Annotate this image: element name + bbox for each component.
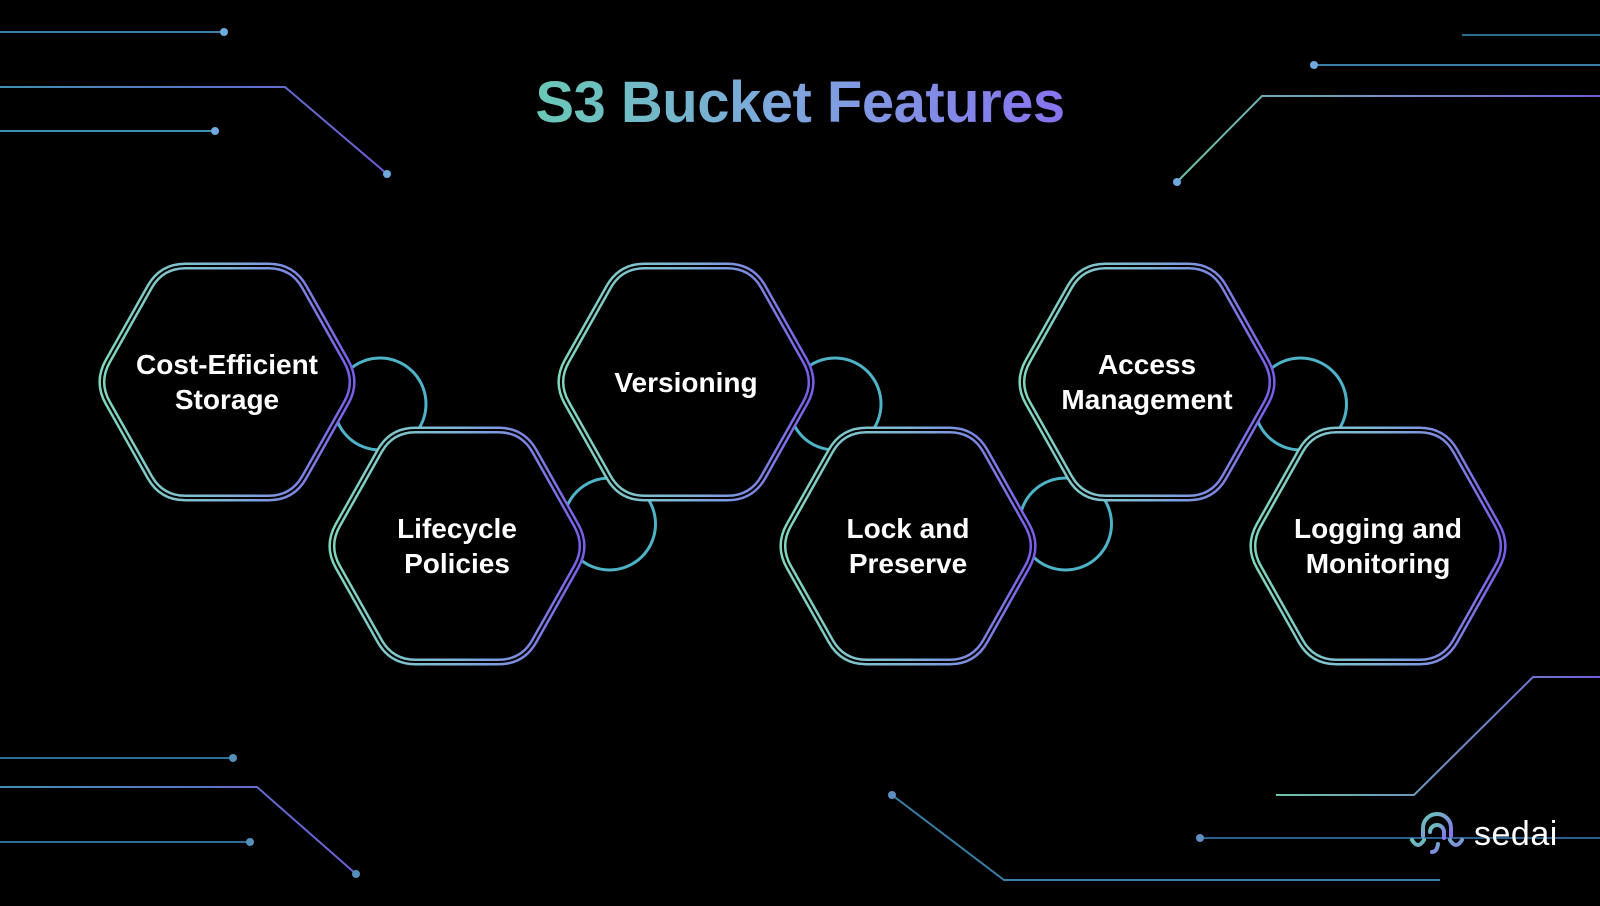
feature-label-line: Access: [1097, 349, 1197, 380]
feature-label: Versioning: [566, 365, 806, 400]
feature-label-line: Lifecycle: [397, 513, 517, 544]
circuit-node: [1310, 61, 1318, 69]
circuit-line: [0, 786, 357, 875]
feature-label-line: Management: [1061, 384, 1233, 415]
circuit-node: [211, 127, 219, 135]
feature-hexagon-inner-line: [781, 429, 1035, 663]
brand-name: sedai: [1474, 814, 1558, 853]
feature-label-line: Preserve: [848, 548, 968, 579]
feature-label-line: Monitoring: [1305, 548, 1451, 579]
circuit-node: [220, 28, 228, 36]
feature-label-line: Logging and: [1294, 513, 1462, 544]
feature-label-line: Versioning: [614, 366, 758, 398]
feature-hexagon-inner-line: [1020, 265, 1274, 499]
circuit-line: [1276, 676, 1600, 796]
feature-label-line: Storage: [174, 384, 280, 415]
sedai-logo-icon: [1410, 812, 1464, 854]
circuit-node: [246, 838, 254, 846]
feature-hexagon-inner-line: [1251, 429, 1505, 663]
circuit-line: [1176, 95, 1600, 183]
feature-hexagon-inner-line: [559, 265, 813, 499]
page-title: S3 Bucket Features: [535, 70, 1065, 135]
circuit-node: [1196, 834, 1204, 842]
brand: sedai: [1408, 810, 1558, 858]
feature-label-line: Policies: [404, 548, 510, 579]
circuit-line: [891, 794, 1440, 881]
brand-logo-spacer: [1408, 810, 1466, 858]
feature-hexagon-inner-line: [330, 429, 584, 663]
circuit-node: [229, 754, 237, 762]
circuit-node: [352, 870, 360, 878]
feature-hexagons: [98, 262, 1507, 666]
feature-hexagon-inner-line: [100, 265, 354, 499]
circuit-node: [383, 170, 391, 178]
feature-label-line: Cost-Efficient: [136, 349, 318, 380]
circuit-decoration: [0, 28, 1600, 881]
circuit-node: [888, 791, 896, 799]
circuit-line: [0, 86, 388, 175]
feature-label-line: Lock and: [846, 513, 970, 544]
circuit-node: [1173, 178, 1181, 186]
